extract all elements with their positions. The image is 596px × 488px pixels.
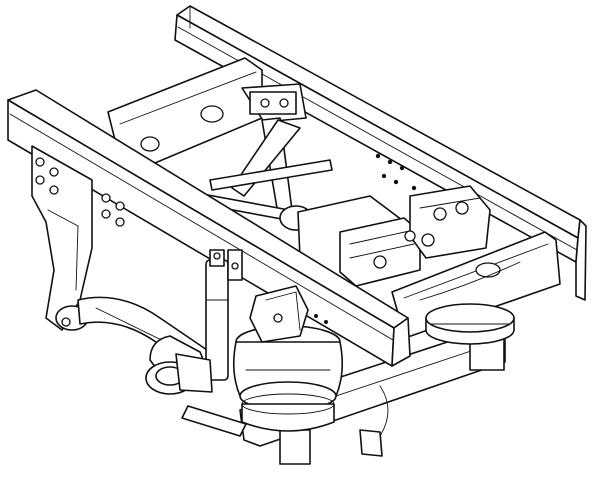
axle-center-assembly <box>297 185 491 289</box>
shock-absorber <box>205 249 243 381</box>
front-air-spring <box>232 325 344 432</box>
axle-end-block <box>279 429 311 465</box>
front-cross-hole <box>140 136 160 152</box>
air-spring-top-bracket <box>249 285 309 343</box>
cross-member-hole <box>475 262 501 278</box>
rear-air-spring <box>425 303 515 345</box>
front-cross-hole <box>200 105 224 123</box>
torque-rod <box>209 159 333 191</box>
lower-links <box>181 385 389 457</box>
a-frame-top-mount <box>249 91 297 115</box>
arm-end-cap <box>145 353 213 395</box>
